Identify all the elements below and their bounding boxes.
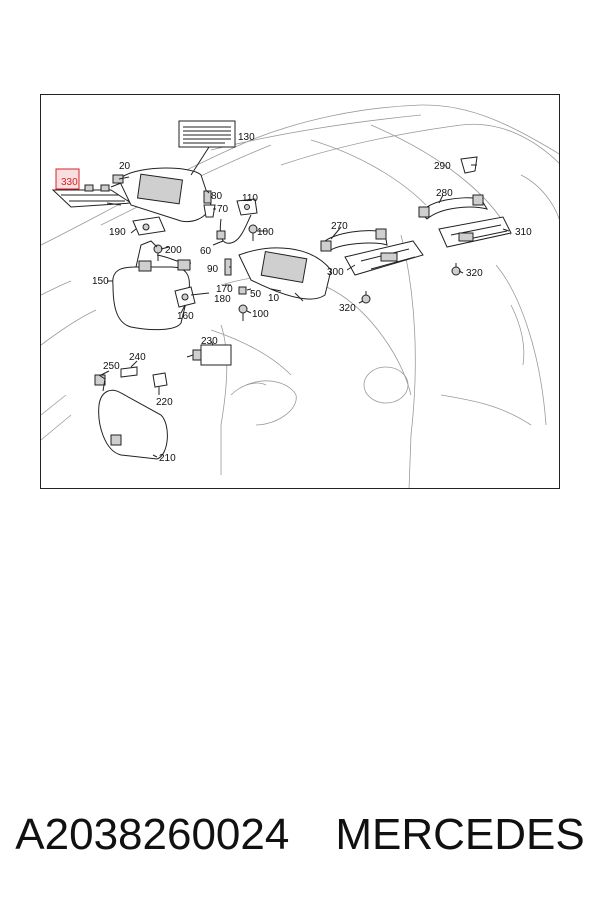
part-240-bolt[interactable] [120, 366, 138, 378]
part-80-70-bolts[interactable] [203, 190, 216, 218]
callout-labels: 330 20 130 190 200 80 70 110 60 100 270 … [61, 132, 532, 464]
leader-lines [100, 164, 510, 458]
part-320-screw-b[interactable] [451, 263, 461, 276]
callout-180: 180 [214, 294, 231, 305]
highlight-box-330 [55, 168, 80, 190]
part-200-screw[interactable] [153, 244, 163, 261]
callout-170: 170 [216, 284, 233, 295]
callout-100-b: 100 [252, 309, 269, 320]
callout-20: 20 [119, 161, 131, 172]
callout-220: 220 [156, 397, 173, 408]
part-10-sun-visor-right[interactable] [238, 247, 332, 302]
callout-150: 150 [92, 276, 109, 287]
callout-110: 110 [242, 193, 258, 204]
callout-300: 300 [327, 267, 344, 278]
part-130-warning-label[interactable] [178, 120, 236, 176]
part-160-mirror-mount[interactable] [174, 286, 210, 308]
part-250-clip[interactable] [94, 374, 106, 386]
callout-50: 50 [250, 289, 262, 300]
part-number: A2038260024 [15, 810, 290, 859]
part-280-grab-handle[interactable] [418, 194, 489, 220]
callout-330: 330 [61, 177, 78, 188]
part-300-console-bracket[interactable] [344, 240, 424, 276]
callout-80: 80 [211, 191, 223, 202]
callout-270: 270 [331, 221, 348, 232]
part-210-mirror[interactable] [98, 374, 168, 460]
part-190-clip[interactable] [132, 216, 166, 236]
part-20-sun-visor-left[interactable] [110, 167, 212, 223]
callout-320-b: 320 [466, 268, 483, 279]
callout-310: 310 [515, 227, 532, 238]
callout-280: 280 [436, 188, 453, 199]
brand-name: MERCEDES [335, 810, 585, 859]
callout-290: 290 [434, 161, 451, 172]
part-60-cable[interactable] [216, 214, 252, 244]
diagram-svg: 330 20 130 190 200 80 70 110 60 100 270 … [41, 104, 559, 488]
callout-190: 190 [109, 227, 126, 238]
parts-diagram: 330 20 130 190 200 80 70 110 60 100 270 … [40, 94, 560, 489]
callout-320-a: 320 [339, 303, 356, 314]
part-290-clip[interactable] [460, 156, 478, 174]
callout-70: 70 [217, 204, 229, 215]
callout-240: 240 [129, 352, 146, 363]
callout-250: 250 [103, 361, 120, 372]
part-220-clip[interactable] [152, 372, 168, 388]
part-caption: A2038260024 MERCEDES [0, 800, 600, 870]
callout-230: 230 [201, 336, 218, 347]
callout-210: 210 [159, 453, 176, 464]
callout-60: 60 [200, 246, 212, 257]
callout-100-a: 100 [257, 227, 274, 238]
part-100-screw-b[interactable] [238, 304, 248, 321]
part-50-nut[interactable] [238, 286, 247, 295]
callout-130: 130 [238, 132, 255, 143]
callout-200: 200 [165, 245, 182, 256]
callout-10: 10 [268, 293, 280, 304]
part-270-grab-handle[interactable] [320, 228, 388, 252]
part-100-screw-a[interactable] [248, 224, 258, 241]
part-230-adhesive-tube[interactable] [186, 344, 232, 366]
callout-160: 160 [177, 311, 194, 322]
part-310-bracket[interactable] [438, 216, 512, 248]
callout-90: 90 [207, 264, 219, 275]
part-320-screw-a[interactable] [361, 291, 371, 304]
